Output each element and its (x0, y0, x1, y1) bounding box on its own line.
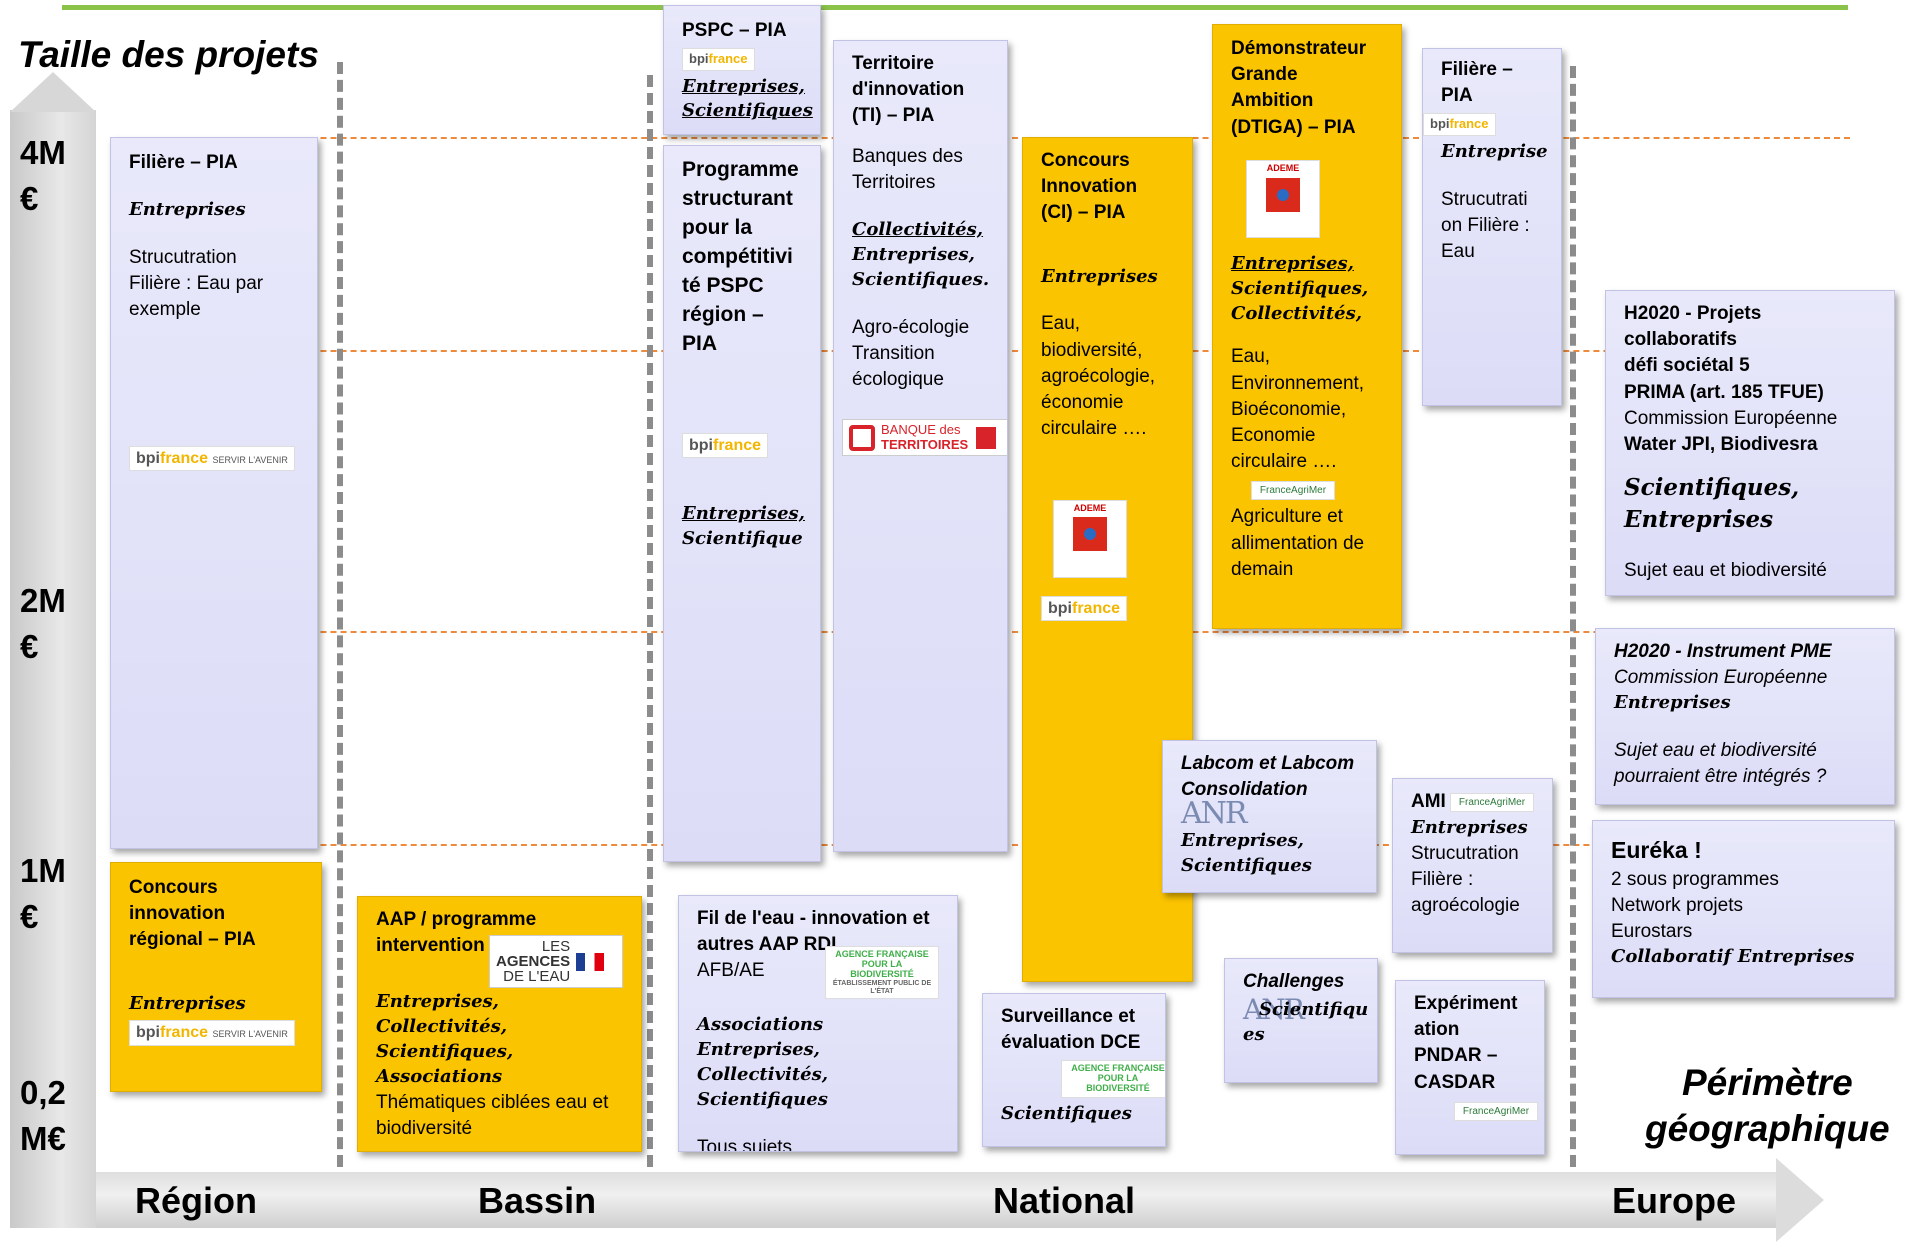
box-pspc-pia: PSPC – PIA bpifrance Entreprises, Scient… (663, 5, 821, 135)
project-size-title: Taille des projets (18, 34, 319, 75)
box-h2020-collaboratifs: H2020 - Projets collaboratifs défi socié… (1605, 290, 1895, 596)
box-concours-regional: Concours innovation régional – PIA Entre… (110, 862, 322, 1092)
bpifrance-logo: bpifrance (682, 432, 769, 459)
divider-region-bassin (337, 62, 343, 1167)
box-ami: AMI FranceAgriMer Entreprises Strucutrat… (1392, 778, 1553, 953)
divider-bassin-national (647, 75, 653, 1167)
box-filiere-region: Filière – PIA Entreprises Strucutration … (110, 137, 318, 849)
bpifrance-logo: bpifrance SERVIR L'AVENIR (129, 1020, 295, 1047)
box-dtiga: Démonstrateur Grande Ambition (DTIGA) – … (1212, 24, 1402, 629)
box-fil-de-leau: Fil de l'eau - innovation et autres AAP … (678, 895, 958, 1152)
y-tick-1m: 1M€ (20, 852, 66, 935)
x-axis-arrow (96, 1172, 1776, 1228)
x-label-europe: Europe (1612, 1180, 1737, 1221)
box-filiere-national: Filière – PIA bpifrance Entreprise Struc… (1422, 48, 1562, 406)
bpifrance-logo: bpifrance (1041, 595, 1128, 622)
franceagrimer-logo: FranceAgriMer (1251, 481, 1335, 501)
bpifrance-logo: bpifrance (1423, 113, 1496, 136)
y-tick-2m: 2M€ (20, 582, 66, 665)
box-eureka: Euréka ! 2 sous programmes Network proje… (1592, 820, 1895, 998)
y-axis-arrow (10, 110, 96, 1228)
box-territoire-innovation: Territoire d'innovation (TI) – PIA Banqu… (833, 40, 1008, 852)
divider-national-europe (1570, 66, 1576, 1167)
ademe-logo: ADEME (1246, 159, 1320, 238)
ademe-logo: ADEME (1053, 499, 1127, 578)
x-label-national: National (993, 1180, 1136, 1221)
box-experimentation: Expériment ation PNDAR – CASDAR FranceAg… (1395, 980, 1545, 1155)
x-label-region: Région (135, 1180, 257, 1221)
box-concours-innovation: Concours Innovation (CI) – PIA Entrepris… (1022, 137, 1193, 982)
box-labcom: Labcom et Labcom Consolidation ANR Entre… (1162, 740, 1377, 893)
bpifrance-logo: bpifrance SERVIR L'AVENIR (129, 445, 295, 472)
top-green-line (62, 5, 1848, 10)
y-axis-arrowhead (10, 72, 96, 112)
franceagrimer-logo: FranceAgriMer (1454, 1101, 1538, 1121)
box-pspc-region: Programme structurant pour la compétitiv… (663, 145, 821, 862)
anr-logo: ANR (1181, 796, 1248, 832)
box-challenges: Challenges ANR Scientifiqu es (1224, 958, 1378, 1083)
geographic-perimeter-title: Périmètre géographique (1645, 1062, 1890, 1150)
box-surveillance-dce: Surveillance et évaluation DCE AGENCE FR… (982, 993, 1166, 1147)
anr-logo: ANR (1243, 993, 1305, 1027)
franceagrimer-logo: FranceAgriMer (1450, 793, 1534, 812)
box-h2020-pme: H2020 - Instrument PME Commission Europé… (1595, 628, 1895, 805)
x-axis-arrowhead (1776, 1158, 1824, 1242)
bpifrance-logo: bpifrance (682, 48, 755, 71)
y-tick-4m: 4M€ (20, 134, 66, 217)
x-label-bassin: Bassin (478, 1180, 597, 1221)
